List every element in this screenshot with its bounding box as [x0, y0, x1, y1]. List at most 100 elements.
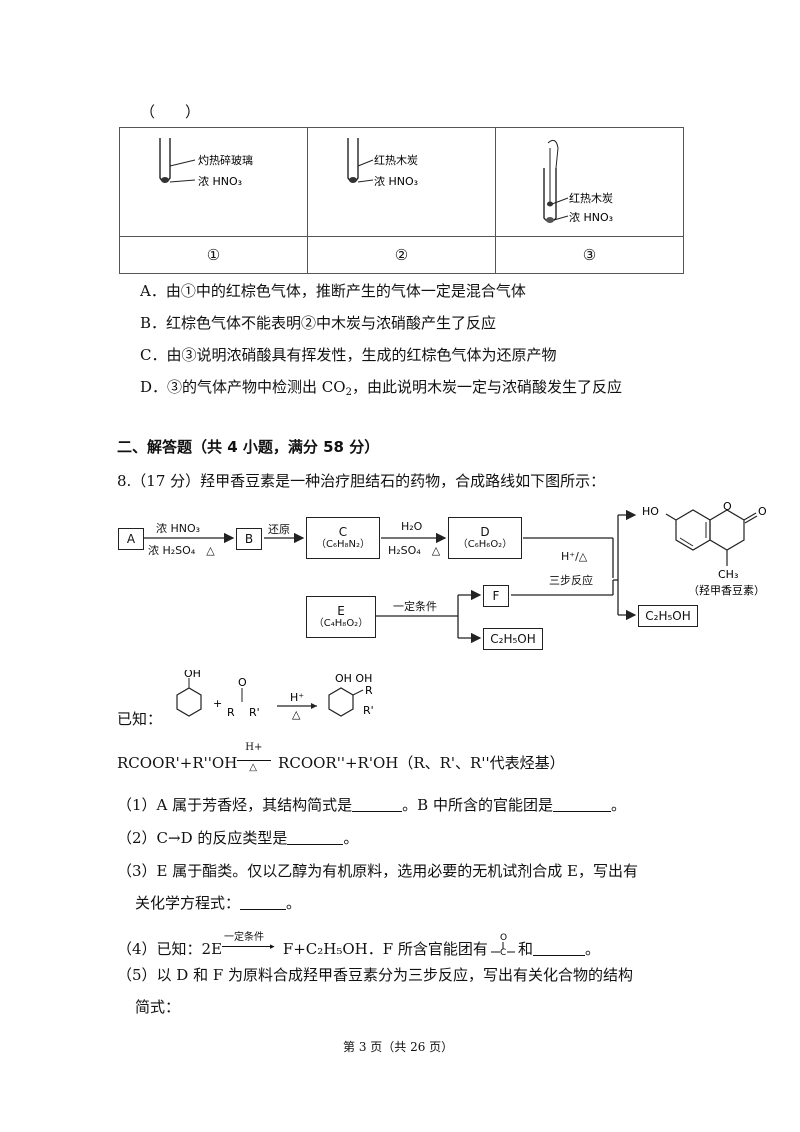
tube-1-diagram: 灼热碎玻璃 浓 HNO₃ — [159, 138, 253, 188]
answer-blank-3[interactable] — [240, 895, 287, 910]
apparatus-number-1: ① — [119, 236, 308, 274]
svg-text:C: C — [500, 948, 506, 958]
compound-e-formula: （C₄H₈O₂） — [313, 618, 369, 630]
tube-2-label-charcoal: 红热木炭 — [374, 154, 418, 167]
ethanol-box-2: C₂H₅OH — [638, 605, 698, 627]
sub-question-1-mid: 。B 中所含的官能团是 — [402, 796, 553, 814]
arrow-1-reagent-bottom: 浓 H₂SO₄ △ — [148, 544, 215, 557]
sub-question-3-line-1: （3）E 属于酯类。仅以乙醇为有机原料，选用必要的无机试剂合成 E，写出有 — [117, 862, 638, 880]
compound-c-formula: （C₆H₈N₂） — [315, 539, 370, 551]
compound-d-label: D — [480, 524, 490, 539]
svg-text:O: O — [500, 933, 507, 943]
arrow-2-reagent: 还原 — [268, 523, 290, 536]
product-methyl-label: CH₃ — [718, 568, 738, 581]
transesterification-cond-bottom: △ — [249, 762, 257, 773]
compound-f-box: F — [483, 585, 509, 607]
sub-question-5-line-2: 简式： — [135, 998, 181, 1016]
answer-blank-4[interactable] — [532, 941, 585, 956]
tube-3-diagram: 红热木炭 浓 HNO₃ — [543, 139, 613, 224]
sub-question-4-condition: 一定条件 — [224, 932, 265, 943]
option-b: B．红棕色气体不能表明②中木炭与浓硝酸产生了反应 — [140, 314, 497, 332]
compound-d-formula: （C₆H₆O₂） — [457, 539, 513, 551]
apparatus-table: 灼热碎玻璃 浓 HNO₃ 红热木炭 浓 HNO₃ — [119, 127, 684, 274]
sub-question-2-pre: （2）C→D 的反应类型是 — [117, 829, 288, 847]
compound-e-label: E — [337, 603, 345, 618]
product-hydroxyl-label: HO — [642, 505, 659, 518]
tube-3-label-charcoal: 红热木炭 — [569, 192, 613, 205]
sub-question-3-pre: 关化学方程式： — [135, 894, 241, 912]
arrow-3-reagent-bottom: H₂SO₄ △ — [388, 544, 441, 557]
apparatus-number-3: ③ — [495, 236, 684, 274]
svg-text:R': R' — [249, 706, 260, 719]
sub-question-1: （1）A 属于芳香烃，其结构简式是 。B 中所含的官能团是 。 — [117, 794, 626, 815]
transesterification-arrow: H+ △ — [237, 742, 273, 773]
svg-text:+: + — [213, 697, 222, 710]
transesterification-rhs: RCOOR''+R'OH（R、R'、R''代表烃基） — [273, 754, 565, 772]
arrow-3-reagent-top: H₂O — [401, 520, 423, 533]
section-heading: 二、解答题（共 4 小题，满分 58 分） — [117, 438, 380, 456]
apparatus-cell-1: 灼热碎玻璃 浓 HNO₃ — [119, 127, 308, 237]
option-d-post: ，由此说明木炭一定与浓硝酸发生了反应 — [351, 378, 622, 396]
option-d-sub: 2 — [345, 387, 352, 398]
answer-blank-1a[interactable] — [352, 797, 403, 812]
apparatus-number-2: ② — [307, 236, 496, 274]
compound-a-box: A — [118, 528, 144, 550]
tube-2-label-hno3: 浓 HNO₃ — [374, 175, 418, 188]
sub-question-4-mid: F+C₂H₅OH．F 所含官能团有 — [278, 940, 488, 958]
synthesis-route: A B C （C₆H₈N₂） D （C₆H₆O₂） E （C₄H₈O₂） F C… — [118, 500, 778, 660]
arrow-4-reagent-bottom: 三步反应 — [549, 574, 593, 587]
ethanol-box-1: C₂H₅OH — [483, 628, 543, 650]
apparatus-cell-3: 红热木炭 浓 HNO₃ — [495, 127, 684, 237]
arrow-4-reagent-top: H⁺/△ — [561, 550, 588, 563]
svg-text:R': R' — [363, 704, 374, 717]
transesterification-lhs: RCOOR'+R''OH — [117, 754, 238, 772]
compound-c-box: C （C₆H₈N₂） — [306, 517, 380, 559]
answer-blank-1b[interactable] — [552, 797, 611, 812]
svg-text:OH: OH — [184, 670, 201, 680]
sub-question-4-end: 。 — [584, 940, 600, 958]
apparatus-cell-2: 红热木炭 浓 HNO₃ — [307, 127, 496, 237]
answer-blank-2[interactable] — [287, 830, 344, 845]
synthesis-arrows — [144, 509, 637, 644]
svg-text:R: R — [365, 684, 373, 697]
compound-e-box: E （C₄H₈O₂） — [306, 596, 376, 638]
transesterification: RCOOR'+R''OH H+ △ RCOOR''+R'OH（R、R'、R''代表烃… — [117, 742, 565, 773]
question-8-intro: 8.（17 分）羟甲香豆素是一种治疗胆结石的药物，合成路线如下图所示： — [117, 472, 606, 490]
compound-b-box: B — [236, 528, 262, 550]
compound-c-label: C — [338, 524, 348, 539]
sub-question-2: （2）C→D 的反应类型是 。 — [117, 827, 358, 848]
arrow-1-reagent-top: 浓 HNO₃ — [156, 522, 201, 535]
sub-question-2-end: 。 — [343, 829, 359, 847]
svg-text:OH OH: OH OH — [335, 672, 372, 685]
sub-question-3-line-2: 关化学方程式： 。 — [135, 892, 301, 913]
sub-question-4-and: 和 — [517, 940, 533, 958]
carbonyl-group-icon: OC — [490, 933, 515, 958]
page-footer: 第 3 页（共 26 页） — [343, 1040, 454, 1054]
svg-text:O: O — [238, 676, 247, 689]
answer-paren: （ ） — [140, 103, 201, 121]
sub-question-3-end: 。 — [286, 894, 302, 912]
known-reaction-structures: OH + O R R' H⁺ △ OH OH R R' — [176, 670, 374, 721]
known-reaction-heat: △ — [292, 708, 301, 721]
sub-question-1-pre: （1）A 属于芳香烃，其结构简式是 — [117, 796, 353, 814]
sub-question-1-end: 。 — [610, 796, 626, 814]
tube-3-label-hno3: 浓 HNO₃ — [569, 211, 613, 224]
transesterification-cond-top: H+ — [245, 742, 263, 753]
tube-2-diagram: 红热木炭 浓 HNO₃ — [347, 138, 418, 188]
option-c: C．由③说明浓硝酸具有挥发性，生成的红棕色气体为还原产物 — [140, 346, 557, 364]
option-d: D．③的气体产物中检测出 CO2，由此说明木炭一定与浓硝酸发生了反应 — [140, 376, 622, 398]
sub-question-4-pre: （4）已知：2E — [117, 940, 223, 958]
known-label: 已知： — [117, 710, 163, 728]
sub-question-4-arrow: 一定条件▸ — [222, 932, 278, 956]
option-d-pre: D．③的气体产物中检测出 CO — [140, 378, 346, 396]
product-carbonyl-oxygen: O — [758, 505, 767, 518]
hymecromone-structure: HO O O CH₃ （羟甲香豆素） — [642, 500, 767, 597]
sub-question-5-line-1: （5）以 D 和 F 为原料合成羟甲香豆素分为三步反应，写出有关化合物的结构 — [117, 966, 634, 984]
arrow-5-reagent: 一定条件 — [393, 600, 437, 613]
product-name: （羟甲香豆素） — [688, 583, 765, 597]
product-ring-oxygen: O — [723, 500, 732, 513]
compound-d-box: D （C₆H₆O₂） — [448, 517, 522, 559]
tube-1-label-glass: 灼热碎玻璃 — [198, 153, 253, 167]
known-reaction-1: 已知： OH + O R R' H⁺ △ OH OH R R' — [117, 670, 417, 730]
